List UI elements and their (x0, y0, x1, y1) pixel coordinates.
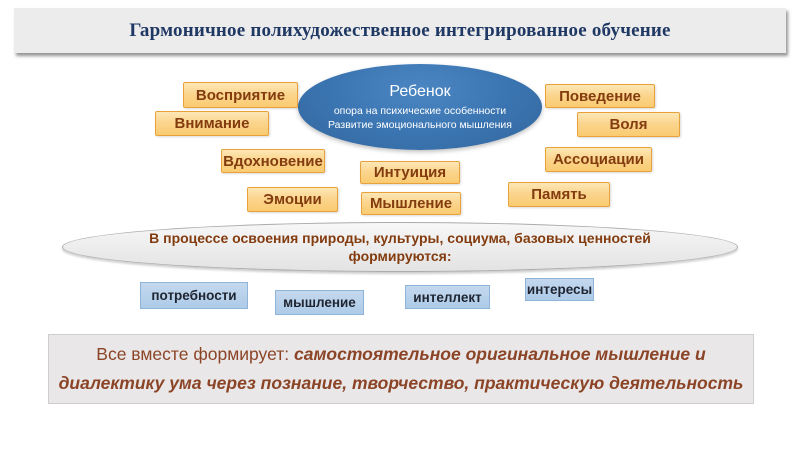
summary-box: Все вместе формирует: самостоятельное ор… (48, 334, 754, 404)
psych-box-intuition: Интуиция (360, 161, 460, 184)
psych-box-will: Воля (577, 112, 680, 137)
formed-box-interests: интересы (525, 278, 594, 301)
process-line2: формируются: (348, 248, 452, 264)
psych-box-inspiration: Вдохновение (221, 149, 325, 173)
summary-prefix: Все вместе формирует: (96, 344, 290, 364)
psych-box-memory: Память (508, 182, 610, 207)
psych-box-attention: Внимание (155, 111, 269, 136)
formed-box-needs: потребности (140, 282, 248, 309)
formed-box-thinking: мышление (275, 290, 364, 315)
psych-box-behavior: Поведение (545, 84, 655, 108)
summary-line1: Все вместе формирует: самостоятельное ор… (96, 340, 705, 369)
process-line1: В процессе освоения природы, культуры, с… (149, 230, 651, 246)
formed-box-intellect: интеллект (405, 285, 490, 309)
psych-box-emotions: Эмоции (247, 187, 338, 212)
summary-line2: диалектику ума через познание, творчеств… (58, 373, 744, 393)
process-ellipse: В процессе освоения природы, культуры, с… (62, 222, 738, 272)
child-ellipse-title: Ребенок (389, 82, 451, 100)
psych-box-thinking: Мышление (361, 192, 461, 215)
child-ellipse-subtitle2: Развитие эмоционального мышления (328, 118, 512, 131)
slide-title: Гармоничное полихудожественное интегриро… (129, 19, 671, 41)
summary-emphasis1: самостоятельное оригинальное мышление и (294, 344, 706, 364)
child-ellipse-subtitle1: опора на психические особенности (333, 104, 507, 117)
child-ellipse: Ребенок опора на психические особенности… (298, 64, 542, 150)
psych-box-perception: Восприятие (183, 82, 298, 108)
psych-box-associations: Ассоциации (545, 147, 652, 172)
title-bar: Гармоничное полихудожественное интегриро… (14, 8, 786, 53)
